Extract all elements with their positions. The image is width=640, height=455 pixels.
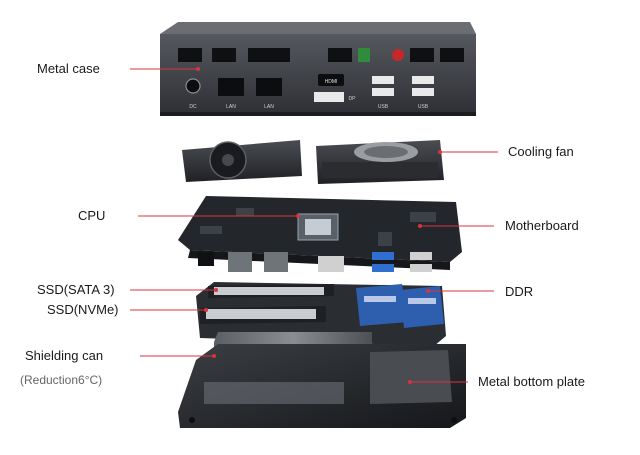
label-reduction: (Reduction6°C) — [20, 373, 103, 387]
cooling-fan-part — [182, 140, 444, 184]
leader-dot — [408, 380, 412, 384]
label-ddr: DDR — [505, 284, 534, 299]
port-label-dc: DC — [189, 104, 197, 110]
leader-dots — [196, 67, 442, 384]
label-cooling-fan: Cooling fan — [508, 144, 574, 159]
leader-dot — [196, 67, 200, 71]
label-shielding-can: Shielding can — [25, 348, 104, 363]
leader-dot — [296, 214, 300, 218]
label-ssd-nvme: SSD(NVMe) — [47, 302, 119, 317]
port-label-usb: USB — [378, 104, 389, 110]
motherboard-part — [178, 196, 462, 272]
metal-case-part — [160, 22, 476, 116]
leader-lines — [130, 68, 498, 383]
leader-dot — [426, 289, 430, 293]
label-ssd-sata: SSD(SATA 3) — [37, 282, 115, 297]
leader-dot — [418, 224, 422, 228]
port-label-lan: LAN — [226, 104, 236, 110]
leader-dot — [214, 288, 218, 292]
leader-dot — [212, 354, 216, 358]
leader-dot — [438, 150, 442, 154]
leader-dot — [204, 308, 208, 312]
label-metal-case: Metal case — [37, 61, 100, 76]
label-cpu: CPU — [78, 208, 106, 223]
metal-bottom-plate-part — [178, 344, 466, 428]
label-metal-bottom-plate: Metal bottom plate — [478, 374, 585, 389]
port-label-usb: USB — [418, 104, 429, 110]
ssd-layer-part — [196, 282, 446, 346]
port-label-lan: LAN — [264, 104, 274, 110]
port-label-hdmi: HDMI — [325, 79, 338, 85]
label-motherboard: Motherboard — [505, 218, 579, 233]
port-label-dp: DP — [349, 96, 357, 102]
